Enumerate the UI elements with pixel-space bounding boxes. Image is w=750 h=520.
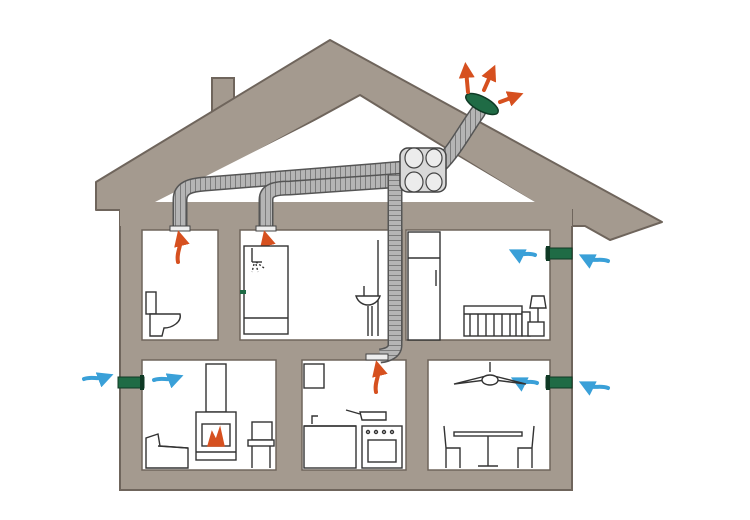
exhaust-arrow-icon [372,360,388,394]
washbasin-icon [355,240,381,336]
shower-icon [240,245,289,335]
toilet-icon [145,291,181,337]
attic-floor [120,202,572,226]
intake-arrow-icon [578,254,610,269]
intake-arrow-icon [152,373,184,389]
intake-arrows [82,249,610,396]
exhaust-arrow-icon [481,64,497,92]
wall-valve-icon [545,246,573,261]
furniture [145,231,547,469]
stove-icon [345,409,403,469]
intake-arrow-icon [82,372,114,388]
fireplace-icon [195,363,237,461]
armchair-icon [145,433,189,469]
duct-system [169,104,486,364]
kitchen-cabinets-icon [303,363,357,469]
lamp-icon [527,295,547,337]
wall-valve-icon [117,375,145,390]
ceiling-fan-icon [453,362,527,386]
ventilation-unit-icon [399,147,447,193]
exhaust-arrow-icon [458,62,475,94]
roof-vent-icon [465,92,499,116]
chair-icon [517,425,535,468]
wall-valves [117,246,573,390]
tv-icon [247,421,275,468]
wall-valve-icon [545,375,573,390]
roof-exhaust-arrows [458,62,524,107]
exhaust-arrow-icon [498,91,524,107]
bed-icon [463,305,531,337]
ceiling-grille-icon [255,225,277,232]
wardrobe-icon [407,231,441,341]
intake-arrow-icon [578,381,610,396]
dining-table-icon [453,431,523,467]
rooms [141,229,551,471]
chair-icon [443,425,461,468]
ceiling-grille-icon [169,225,191,232]
intake-arrow-icon [510,377,539,392]
ceiling-grille-icon [365,353,389,361]
exhaust-arrow-icon [174,230,190,264]
intake-arrow-icon [508,249,537,264]
